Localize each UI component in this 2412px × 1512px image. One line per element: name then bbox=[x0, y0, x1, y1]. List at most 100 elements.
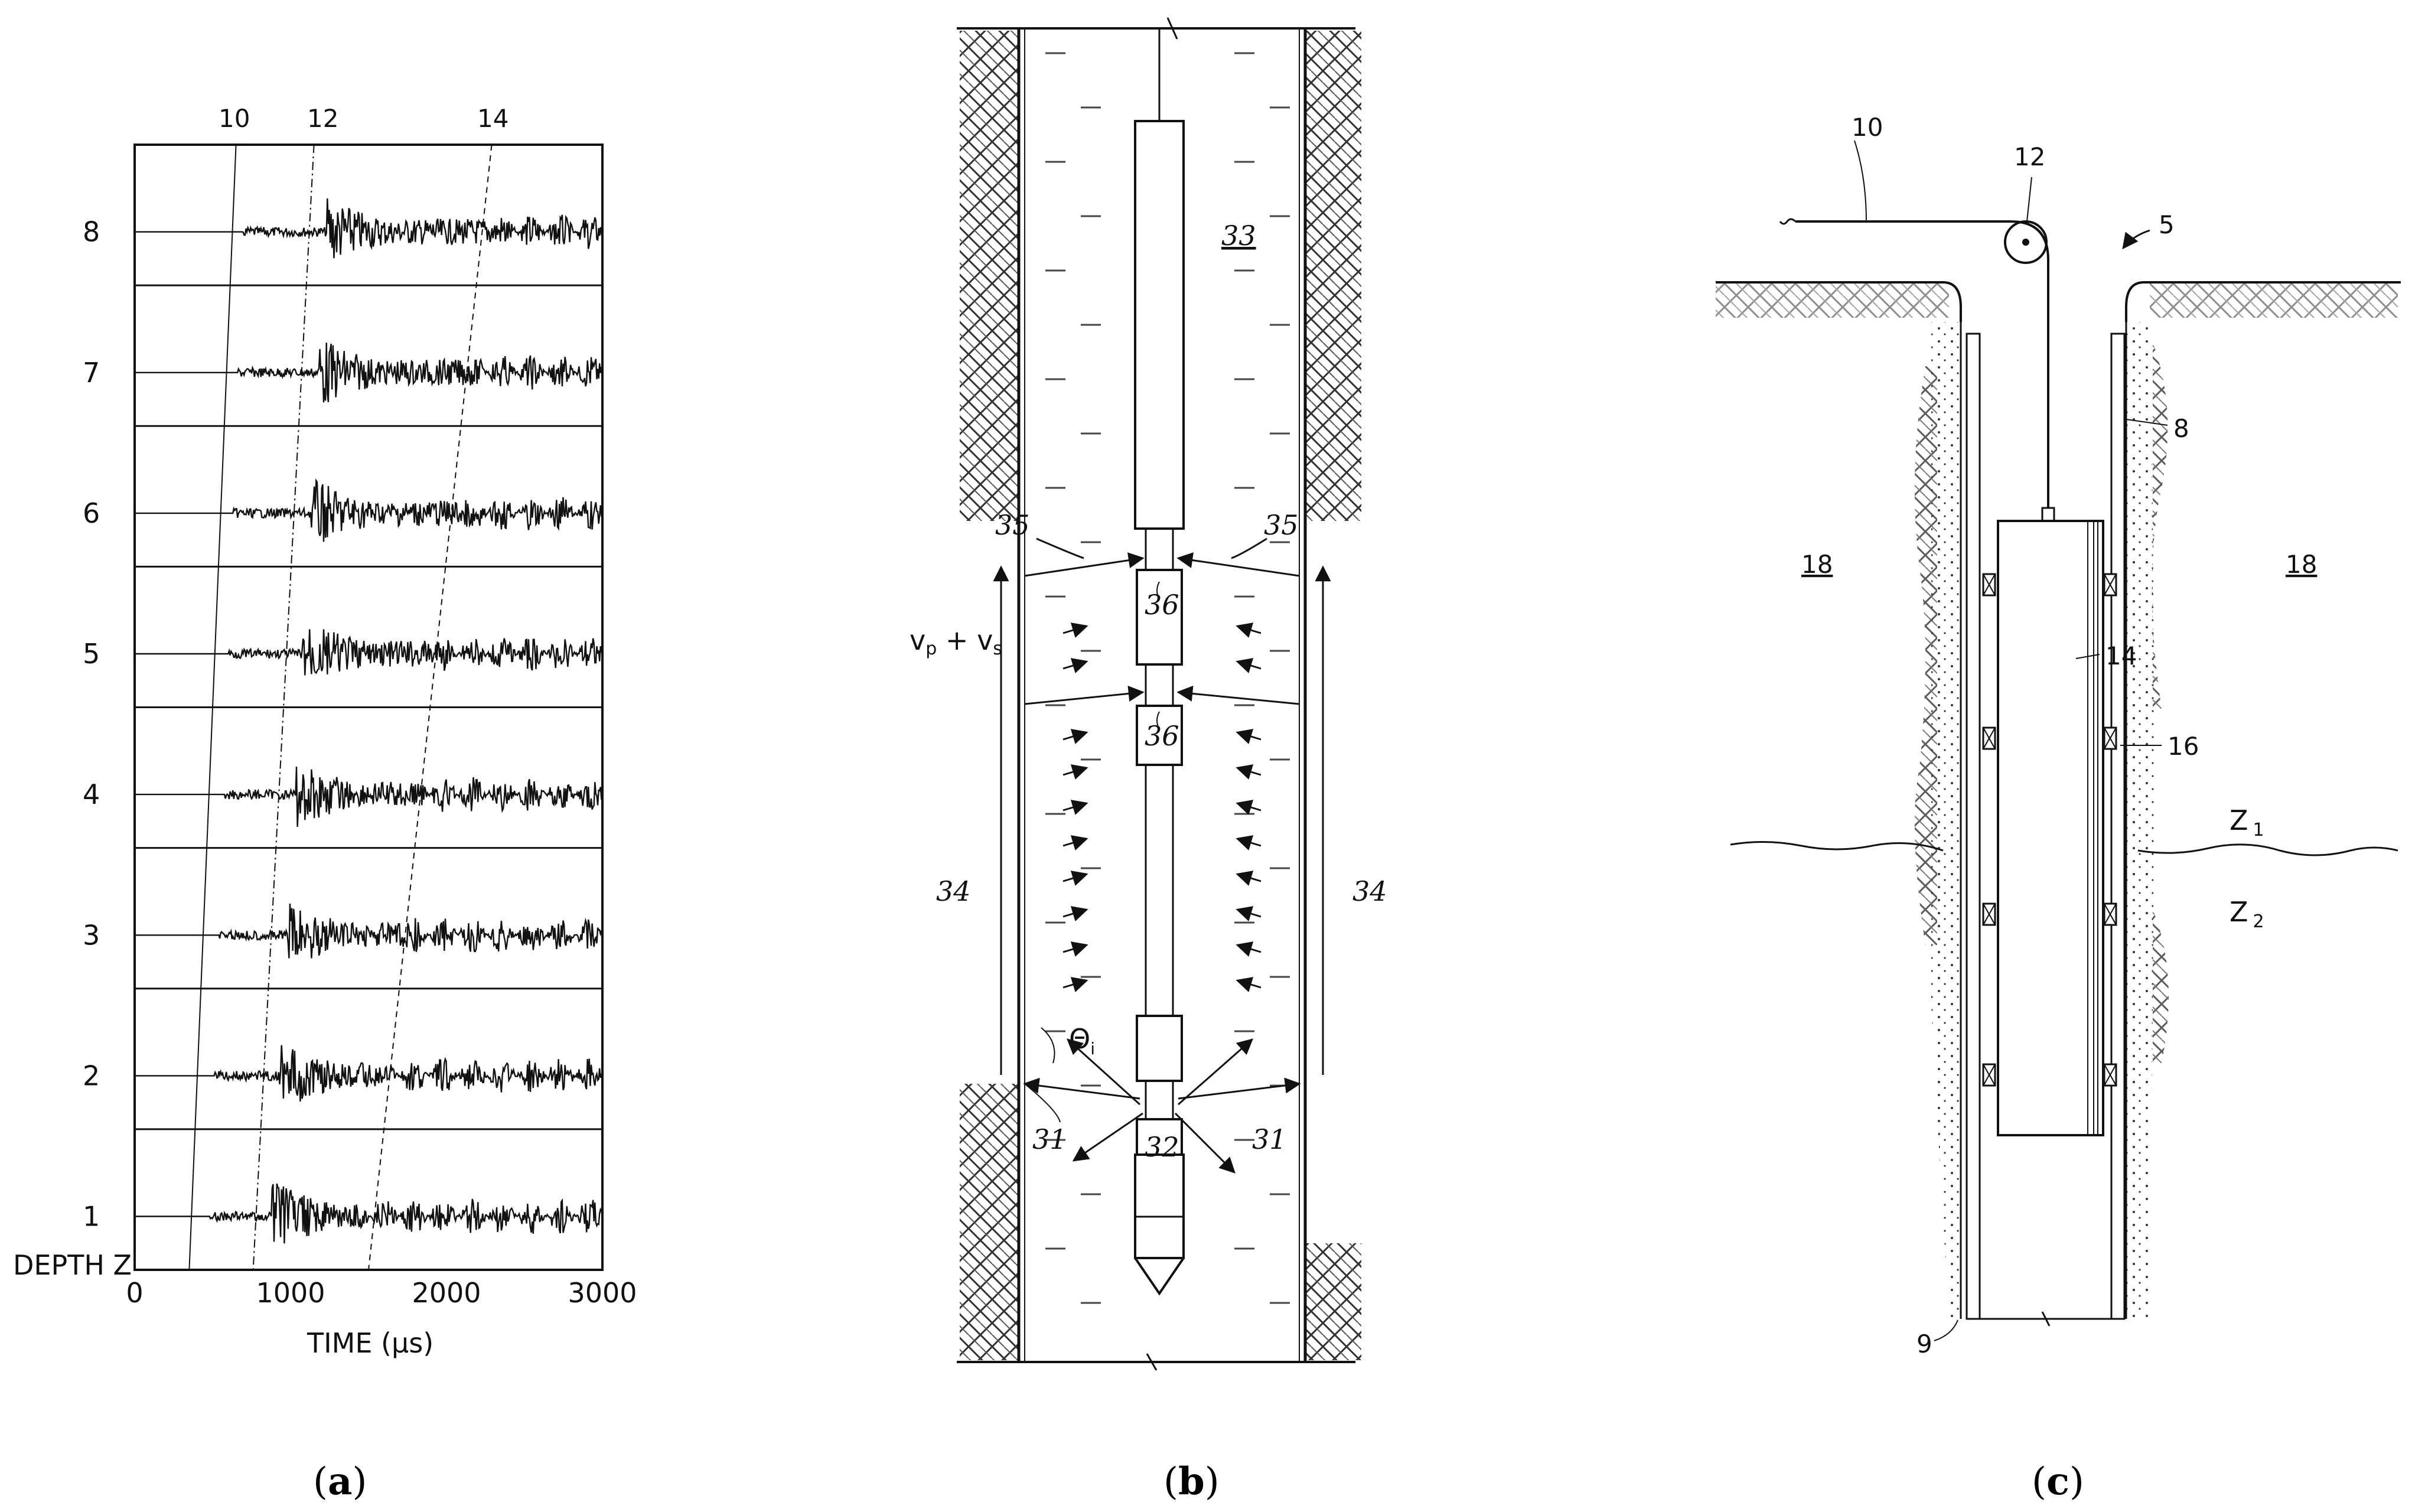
sensor-cross bbox=[2104, 727, 2117, 750]
logging-tool bbox=[1134, 120, 1185, 1296]
ref-36-lower: 36 bbox=[1145, 720, 1179, 752]
leader-36-lower bbox=[1156, 711, 1160, 730]
waveform-trace-7 bbox=[133, 343, 604, 403]
arrival-line-14 bbox=[368, 144, 493, 1270]
leader-8 bbox=[2126, 419, 2168, 426]
ref-34-left: 34 bbox=[936, 875, 971, 907]
casing-right bbox=[2110, 333, 2126, 1320]
trace-label-6: 6 bbox=[83, 497, 100, 529]
arrow-small-right bbox=[1236, 835, 1262, 850]
waveform-trace-8 bbox=[133, 198, 603, 259]
ray-up-left bbox=[1066, 1038, 1141, 1106]
time-tick-3000: 3000 bbox=[568, 1277, 637, 1309]
arrow-5 bbox=[2122, 229, 2150, 250]
ray-down-left bbox=[1072, 1112, 1143, 1162]
formation-right-lower bbox=[1305, 1243, 1361, 1360]
waveform-trace-5 bbox=[133, 629, 604, 676]
arrow-small-right bbox=[1236, 764, 1262, 780]
arrow-small-left bbox=[1062, 941, 1088, 957]
ref-18-right: 18 bbox=[2286, 550, 2317, 579]
sensor-cross bbox=[2104, 903, 2117, 926]
caption-c: (c) bbox=[2032, 1459, 2084, 1504]
arrival-label-12: 12 bbox=[307, 104, 338, 133]
ref-33: 33 bbox=[1221, 220, 1256, 252]
formation-c-right-lower bbox=[2153, 910, 2169, 1063]
trace-label-1: 1 bbox=[83, 1201, 100, 1233]
formation-c-right-upper bbox=[2152, 343, 2168, 709]
arrow-small-right bbox=[1236, 871, 1262, 886]
arrow-small-right bbox=[1236, 941, 1262, 957]
arrow-36-right bbox=[1176, 685, 1300, 705]
casing-left bbox=[1966, 333, 1981, 1320]
ref-8: 8 bbox=[2173, 414, 2189, 443]
sensor-cross bbox=[2104, 573, 2117, 596]
waveform-trace-6 bbox=[133, 478, 604, 542]
arrow-small-right bbox=[1236, 623, 1262, 638]
trace-label-2: 2 bbox=[83, 1060, 100, 1091]
ref-theta: Θi bbox=[1069, 1023, 1095, 1058]
leader-theta bbox=[1041, 1027, 1055, 1064]
waveform-trace-4 bbox=[133, 766, 604, 827]
waveform-trace-1 bbox=[133, 1183, 604, 1244]
arrival-label-10: 10 bbox=[219, 104, 250, 133]
panel-b-borehole-tool: 33 35 35 36 36 vp + vs 34 34 Θi 31 31 32… bbox=[910, 17, 1387, 1504]
arrow-small-left bbox=[1062, 871, 1088, 886]
leader-35-right bbox=[1231, 537, 1267, 559]
wave-arrows bbox=[1023, 552, 1301, 1174]
cement-right bbox=[2126, 322, 2154, 1317]
arrow-small-left bbox=[1062, 835, 1088, 850]
break-mark-top bbox=[1166, 17, 1178, 40]
arrow-small-right bbox=[1236, 658, 1262, 673]
waveform-trace-3 bbox=[133, 903, 604, 959]
time-tick-1000: 1000 bbox=[256, 1277, 325, 1309]
depth-axis-label: DEPTH Z bbox=[13, 1249, 132, 1281]
pulley-axle bbox=[2022, 239, 2029, 246]
break-mark-bottom bbox=[1146, 1353, 1158, 1371]
arrow-small-left bbox=[1062, 729, 1088, 744]
arrow-35-right bbox=[1176, 552, 1300, 577]
formation-c-left bbox=[1915, 366, 1937, 945]
ref-35-left: 35 bbox=[995, 509, 1030, 541]
arrow-35-left bbox=[1024, 552, 1145, 577]
trace-label-3: 3 bbox=[83, 919, 100, 951]
arrow-small-right bbox=[1236, 977, 1262, 992]
arc-31-left bbox=[1024, 1083, 1061, 1123]
sensor-cross bbox=[2104, 1064, 2117, 1086]
ray-31-right bbox=[1178, 1077, 1301, 1100]
ground-right bbox=[2150, 282, 2398, 318]
pulley-12 bbox=[2004, 220, 2048, 264]
arrow-small-right bbox=[1236, 906, 1262, 921]
arrow-36-left bbox=[1024, 685, 1145, 705]
leader-12 bbox=[2026, 177, 2032, 222]
logging-tool-14 bbox=[1997, 520, 2104, 1136]
sensor-cross bbox=[1983, 727, 1996, 750]
ref-5: 5 bbox=[2159, 210, 2175, 239]
ref-16: 16 bbox=[2167, 732, 2199, 761]
arrow-small-left bbox=[1062, 764, 1088, 780]
surface-curve-right bbox=[2125, 281, 2144, 322]
arrow-small-left bbox=[1062, 658, 1088, 673]
cement-left bbox=[1931, 322, 1961, 1317]
arrow-small-left bbox=[1062, 800, 1088, 815]
caption-b: (b) bbox=[1163, 1459, 1220, 1504]
leader-9 bbox=[1934, 1319, 1958, 1341]
time-axis-label: TIME (μs) bbox=[307, 1327, 433, 1359]
ref-10: 10 bbox=[1852, 113, 1883, 142]
surface-curve-left bbox=[1942, 281, 1962, 322]
ref-14: 14 bbox=[2105, 641, 2137, 670]
leader-10 bbox=[1854, 140, 1867, 222]
ref-9: 9 bbox=[1916, 1329, 1932, 1358]
ray-up-right bbox=[1178, 1038, 1254, 1106]
arrow-small-right bbox=[1236, 729, 1262, 744]
ref-35-right: 35 bbox=[1264, 509, 1299, 541]
ref-36-upper: 36 bbox=[1145, 589, 1179, 621]
leader-36-upper bbox=[1156, 581, 1160, 600]
leader-35-left bbox=[1036, 537, 1084, 559]
ref-12: 12 bbox=[2014, 142, 2045, 171]
caption-a: (a) bbox=[313, 1459, 367, 1504]
trace-label-8: 8 bbox=[83, 216, 100, 248]
ray-31-left bbox=[1023, 1077, 1140, 1100]
